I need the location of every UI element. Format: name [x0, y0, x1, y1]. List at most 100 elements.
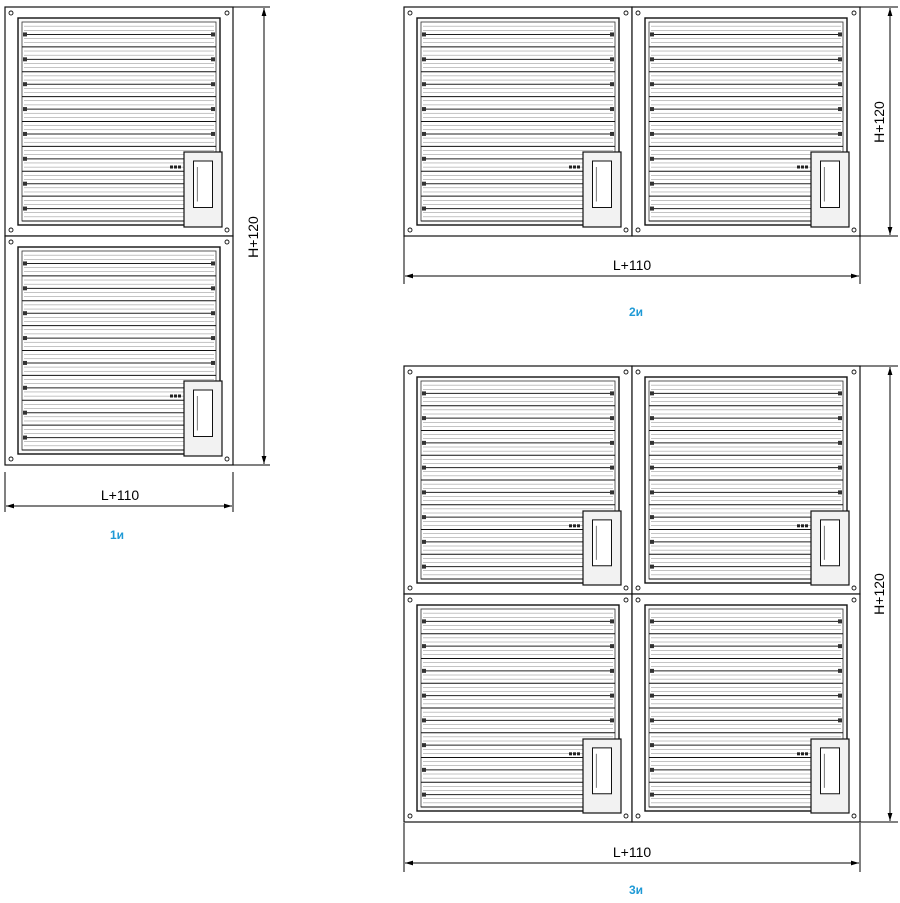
blade-pivot-icon — [23, 32, 27, 37]
blade — [22, 279, 216, 302]
connector-icon — [805, 165, 808, 169]
blade-pivot-icon — [422, 465, 426, 470]
blade-pivot-icon — [211, 32, 215, 37]
blade — [421, 434, 615, 456]
mounting-hole-icon — [851, 585, 857, 591]
blade-pivot-icon — [650, 391, 654, 396]
blade-pivot-icon — [422, 57, 426, 62]
blade — [649, 409, 843, 431]
blade-pivot-icon — [422, 644, 426, 649]
blade — [421, 459, 615, 481]
blade-pivot-icon — [23, 107, 27, 112]
blade — [421, 125, 615, 147]
blade-pivot-icon — [838, 668, 842, 673]
connector-icon — [174, 165, 177, 169]
blade-pivot-icon — [610, 131, 614, 136]
blade-pivot-icon — [23, 311, 27, 316]
blade-pivot-icon — [422, 391, 426, 396]
blade-pivot-icon — [838, 465, 842, 470]
connector-icon — [797, 752, 800, 756]
blade-pivot-icon — [650, 32, 654, 37]
connector-icon — [797, 524, 800, 528]
blade-pivot-icon — [650, 743, 654, 748]
blade-pivot-icon — [23, 181, 27, 186]
mounting-hole-icon — [851, 227, 857, 233]
blade-pivot-icon — [422, 440, 426, 445]
connector-icon — [805, 752, 808, 756]
blade-pivot-icon — [610, 57, 614, 62]
mounting-hole-icon — [224, 456, 230, 462]
blade-pivot-icon — [610, 718, 614, 723]
connector-icon — [178, 394, 181, 398]
blade — [649, 637, 843, 659]
mounting-hole-icon — [851, 813, 857, 819]
blade-pivot-icon — [650, 644, 654, 649]
figure-1-width-label: L+110 — [101, 487, 139, 503]
blade-pivot-icon — [211, 360, 215, 365]
blade-pivot-icon — [23, 336, 27, 341]
blade-pivot-icon — [23, 131, 27, 136]
blade-pivot-icon — [211, 311, 215, 316]
blade-pivot-icon — [422, 490, 426, 495]
figure-3-width-label: L+110 — [613, 844, 651, 860]
connector-icon — [801, 752, 804, 756]
mounting-hole-icon — [407, 369, 413, 375]
blade-pivot-icon — [650, 668, 654, 673]
blade-pivot-icon — [650, 156, 654, 161]
blade — [649, 25, 843, 48]
blade — [421, 384, 615, 407]
blade-pivot-icon — [650, 718, 654, 723]
blade — [649, 483, 843, 506]
mounting-hole-icon — [851, 597, 857, 603]
blade-pivot-icon — [610, 32, 614, 37]
blade-pivot-icon — [650, 206, 654, 211]
figure-3: L+110 H+120 3и — [403, 365, 898, 897]
figure-3-modules — [403, 365, 861, 823]
mounting-hole-icon — [635, 369, 641, 375]
blade-pivot-icon — [422, 131, 426, 136]
blade-pivot-icon — [23, 82, 27, 87]
blade — [421, 761, 615, 783]
mounting-hole-icon — [224, 239, 230, 245]
blade-pivot-icon — [838, 82, 842, 87]
figure-1-modules — [4, 6, 234, 466]
blade-pivot-icon — [422, 515, 426, 520]
blade — [649, 384, 843, 407]
blade-pivot-icon — [838, 440, 842, 445]
blade — [421, 483, 615, 506]
blade — [649, 786, 843, 808]
damper-module — [4, 235, 234, 466]
blade-pivot-icon — [650, 465, 654, 470]
blade-pivot-icon — [422, 792, 426, 797]
actuator-cover — [592, 519, 612, 567]
blade-pivot-icon — [650, 539, 654, 544]
mounting-hole-icon — [623, 369, 629, 375]
blade-pivot-icon — [838, 490, 842, 495]
blade-pivot-icon — [838, 107, 842, 112]
figure-1-height-label: H+120 — [245, 216, 261, 258]
connector-icon — [569, 524, 572, 528]
mounting-hole-icon — [635, 813, 641, 819]
blade-pivot-icon — [422, 539, 426, 544]
blade-pivot-icon — [23, 206, 27, 211]
connector-icon — [170, 394, 173, 398]
mounting-hole-icon — [224, 10, 230, 16]
blade-pivot-icon — [838, 131, 842, 136]
blade-pivot-icon — [610, 107, 614, 112]
blade-pivot-icon — [422, 206, 426, 211]
blade-pivot-icon — [838, 391, 842, 396]
connector-icon — [797, 165, 800, 169]
blade-pivot-icon — [610, 490, 614, 495]
blade-pivot-icon — [650, 181, 654, 186]
blade-pivot-icon — [422, 767, 426, 772]
blade-pivot-icon — [422, 107, 426, 112]
blade-pivot-icon — [23, 435, 27, 440]
figure-1-height-dimension: H+120 — [233, 6, 270, 466]
blade — [22, 329, 216, 351]
mounting-hole-icon — [623, 585, 629, 591]
blade-pivot-icon — [610, 693, 614, 698]
blade-pivot-icon — [422, 564, 426, 569]
figure-3-width-dimension: L+110 — [403, 823, 861, 872]
blade-pivot-icon — [422, 693, 426, 698]
